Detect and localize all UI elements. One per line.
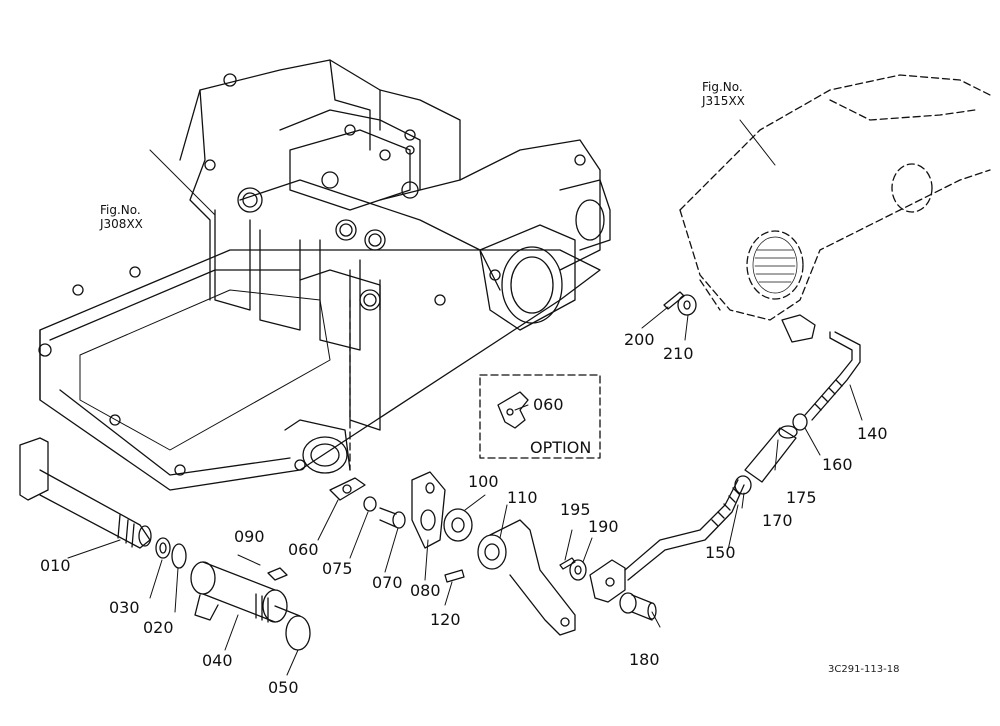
part-160-nut <box>792 413 808 431</box>
part-label-110: 110 <box>507 488 538 507</box>
part-100-washer <box>443 508 473 542</box>
part-075-washer <box>363 496 377 512</box>
part-label-200: 200 <box>624 330 655 349</box>
part-label-180: 180 <box>629 650 660 669</box>
part-label-075: 075 <box>322 559 353 578</box>
part-label-040: 040 <box>202 651 233 670</box>
part-210-washer <box>677 294 697 316</box>
part-label-190: 190 <box>588 517 619 536</box>
figure-ref-j308xx: Fig.No. J308XX <box>100 203 143 231</box>
part-190-washer <box>569 559 587 581</box>
part-060-plate <box>329 477 366 501</box>
lift-arm-spline <box>752 236 798 294</box>
figure-ref-j315xx: Fig.No. J315XX <box>702 80 745 108</box>
part-175-turnbuckle <box>744 425 798 483</box>
part-label-175: 175 <box>786 488 817 507</box>
part-140-sleeve <box>781 314 816 343</box>
part-label-100: 100 <box>468 472 499 491</box>
part-195-pin <box>559 557 576 570</box>
figure-ref-j315xx-line1: Fig.No. <box>702 80 743 94</box>
part-140-rod <box>804 331 861 421</box>
part-080-cam-plate <box>411 471 446 549</box>
part-150-rod <box>589 479 745 603</box>
figure-ref-j308xx-line1: Fig.No. <box>100 203 141 217</box>
part-label-160: 160 <box>822 455 853 474</box>
part-060-option-bracket <box>497 391 529 429</box>
part-label-060-option: 060 <box>533 395 564 414</box>
part-120-pin <box>444 569 465 583</box>
part-label-060: 060 <box>288 540 319 559</box>
drawing-code: 3C291-113-18 <box>828 664 900 675</box>
part-label-010: 010 <box>40 556 71 575</box>
figure-ref-j308xx-line2: J308XX <box>100 217 143 231</box>
part-170-nut <box>734 475 752 495</box>
part-070-bolt <box>379 507 406 529</box>
part-180-bolt <box>619 592 657 621</box>
part-label-150: 150 <box>705 543 736 562</box>
lift-arm-outline <box>349 74 991 471</box>
part-label-195: 195 <box>560 500 591 519</box>
part-040-cylinder <box>190 561 301 623</box>
part-label-170: 170 <box>762 511 793 530</box>
option-box-frame <box>479 374 601 459</box>
part-label-070: 070 <box>372 573 403 592</box>
part-030-snap-ring <box>155 537 171 559</box>
part-label-090: 090 <box>234 527 265 546</box>
part-010-pin <box>19 437 152 549</box>
part-label-140: 140 <box>857 424 888 443</box>
part-110-lever-arm <box>477 519 576 636</box>
part-200-pin <box>663 291 685 310</box>
option-label: OPTION <box>530 438 592 457</box>
part-label-020: 020 <box>143 618 174 637</box>
part-label-080: 080 <box>410 581 441 600</box>
part-090-key <box>267 567 288 581</box>
part-label-030: 030 <box>109 598 140 617</box>
figure-ref-j315xx-line2: J315XX <box>702 94 745 108</box>
part-label-120: 120 <box>430 610 461 629</box>
part-label-050: 050 <box>268 678 299 697</box>
part-label-210: 210 <box>663 344 694 363</box>
leader-lines <box>67 119 863 676</box>
hydraulic-housing <box>38 59 611 491</box>
part-050-o-ring <box>285 615 311 651</box>
part-020-o-ring <box>171 543 187 569</box>
